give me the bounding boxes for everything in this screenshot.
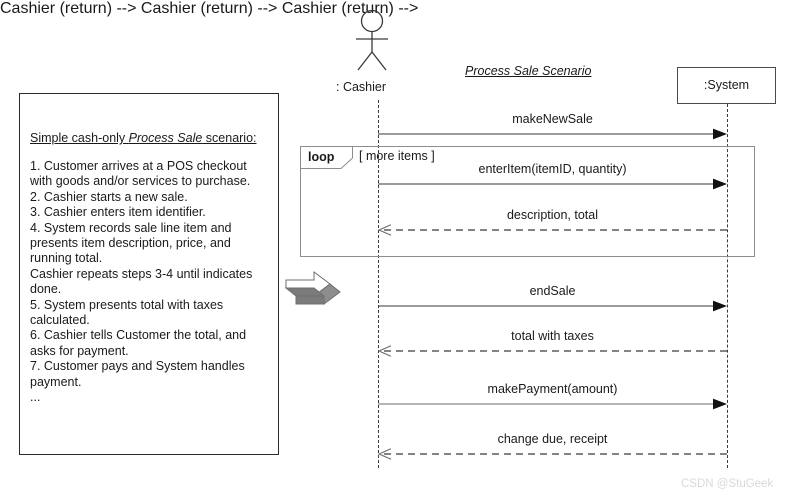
diagram-title: Process Sale Scenario [465,64,592,78]
note-line: 7. Customer pays and System handles [30,359,245,374]
message-enteritem[interactable]: enterItem(itemID, quantity) [378,162,727,190]
note-title-prefix: Simple cash-only [30,131,129,145]
note-line: 3. Cashier enters item identifier. [30,205,206,220]
scenario-note-title: Simple cash-only Process Sale scenario: [30,130,274,146]
note-line: 5. System presents total with taxes [30,297,224,312]
message-label: endSale [529,284,576,298]
note-line: running total. [30,251,103,266]
scenario-note-content: Simple cash-only Process Sale scenario: … [30,130,274,406]
message-makepayment[interactable]: makePayment(amount) [378,382,727,410]
message-total-with-taxes[interactable]: total with taxes [378,329,727,357]
note-line: Cashier repeats steps 3-4 until indicate… [30,266,253,281]
lifeline-cashier [378,100,379,468]
block-arrow-icon [284,270,342,318]
note-line: 2. Cashier starts a new sale. [30,189,188,204]
note-line: 6. Cashier tells Customer the total, and [30,328,247,343]
lifeline-label-cashier: : Cashier [336,80,387,94]
note-line: with goods and/or services to purchase. [30,174,251,189]
message-makenewsale[interactable]: makeNewSale [378,112,727,140]
message-label: enterItem(itemID, quantity) [478,162,627,176]
message-label: change due, receipt [497,432,608,446]
message-endsale[interactable]: endSale [378,284,727,312]
message-label: makeNewSale [512,112,593,126]
loop-fragment-frame [300,146,755,257]
loop-fragment-tab [300,146,353,169]
message-description-total[interactable]: description, total [378,208,727,236]
note-line: done. [30,282,62,297]
note-line: 4. System records sale line item and [30,220,232,235]
loop-operator-label: loop [308,150,335,164]
message-label: makePayment(amount) [487,382,618,396]
actor-stick-figure-icon [352,10,392,72]
note-title-suffix: scenario: [202,131,257,145]
note-line: presents item description, price, and [30,236,231,251]
note-line: calculated. [30,313,90,328]
message-label: description, total [506,208,599,222]
scenario-note-box: Simple cash-only Process Sale scenario: … [19,93,279,455]
watermark-label: CSDN @StuGeek [681,478,774,490]
note-line: payment. [30,374,82,389]
lifeline-label-system: :System [703,78,750,92]
message-change-due-receipt[interactable]: change due, receipt [378,432,727,460]
loop-guard-condition: [ more items ] [359,149,435,163]
note-line: 1. Customer arrives at a POS checkout [30,159,247,173]
message-label: total with taxes [511,329,594,343]
note-line: asks for payment. [30,343,129,358]
lifeline-system [727,104,728,468]
note-line: ... [30,390,41,405]
note-title-italic: Process Sale [128,131,203,145]
participant-box-system: :System [677,67,776,104]
